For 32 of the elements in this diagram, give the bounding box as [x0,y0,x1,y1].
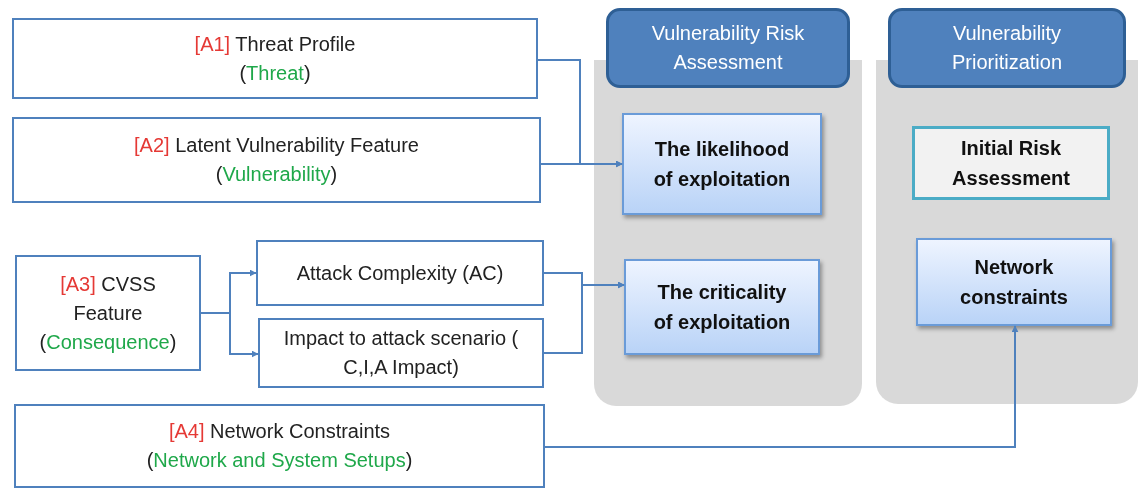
input-box [258,318,544,388]
box-label: Initial Risk Assessment [951,136,1071,191]
arrow [200,312,259,358]
input-box [12,117,541,203]
input-box [12,18,538,99]
box-title: [A3] CVSS Feature [59,271,157,326]
box-title: [A2] Latent Vulnerability Feature [134,133,419,158]
input-box [256,240,544,306]
assessment-box [624,259,820,355]
box-title: [A4] Network Constraints [168,419,391,444]
arrow [543,281,625,354]
group-panel [594,8,862,406]
input-box [14,404,545,488]
box-subtitle: (Vulnerability) [215,162,338,187]
assessment-box [912,126,1110,200]
box-subtitle: (Network and System Setups) [146,448,413,473]
box-label: Impact to attack scenario ( C,I,A Impact) [282,326,520,380]
panel-header: Vulnerability Risk Assessment [606,8,850,88]
box-label: Attack Complexity (AC) [296,260,504,286]
box-subtitle: (Threat) [239,60,311,86]
arrow [540,160,623,168]
box-subtitle: (Consequence) [39,329,177,355]
panel-header: Vulnerability Prioritization [888,8,1126,88]
box-label: The criticality of exploitation [652,280,792,335]
group-panel [876,8,1138,404]
assessment-box [916,238,1112,326]
box-title: [A1] Threat Profile [194,31,356,57]
assessment-box [622,113,822,215]
arrow [544,325,1019,448]
box-label: Network constraints [959,255,1069,310]
input-box [15,255,201,371]
box-label: The likelihood of exploitation [652,137,792,192]
